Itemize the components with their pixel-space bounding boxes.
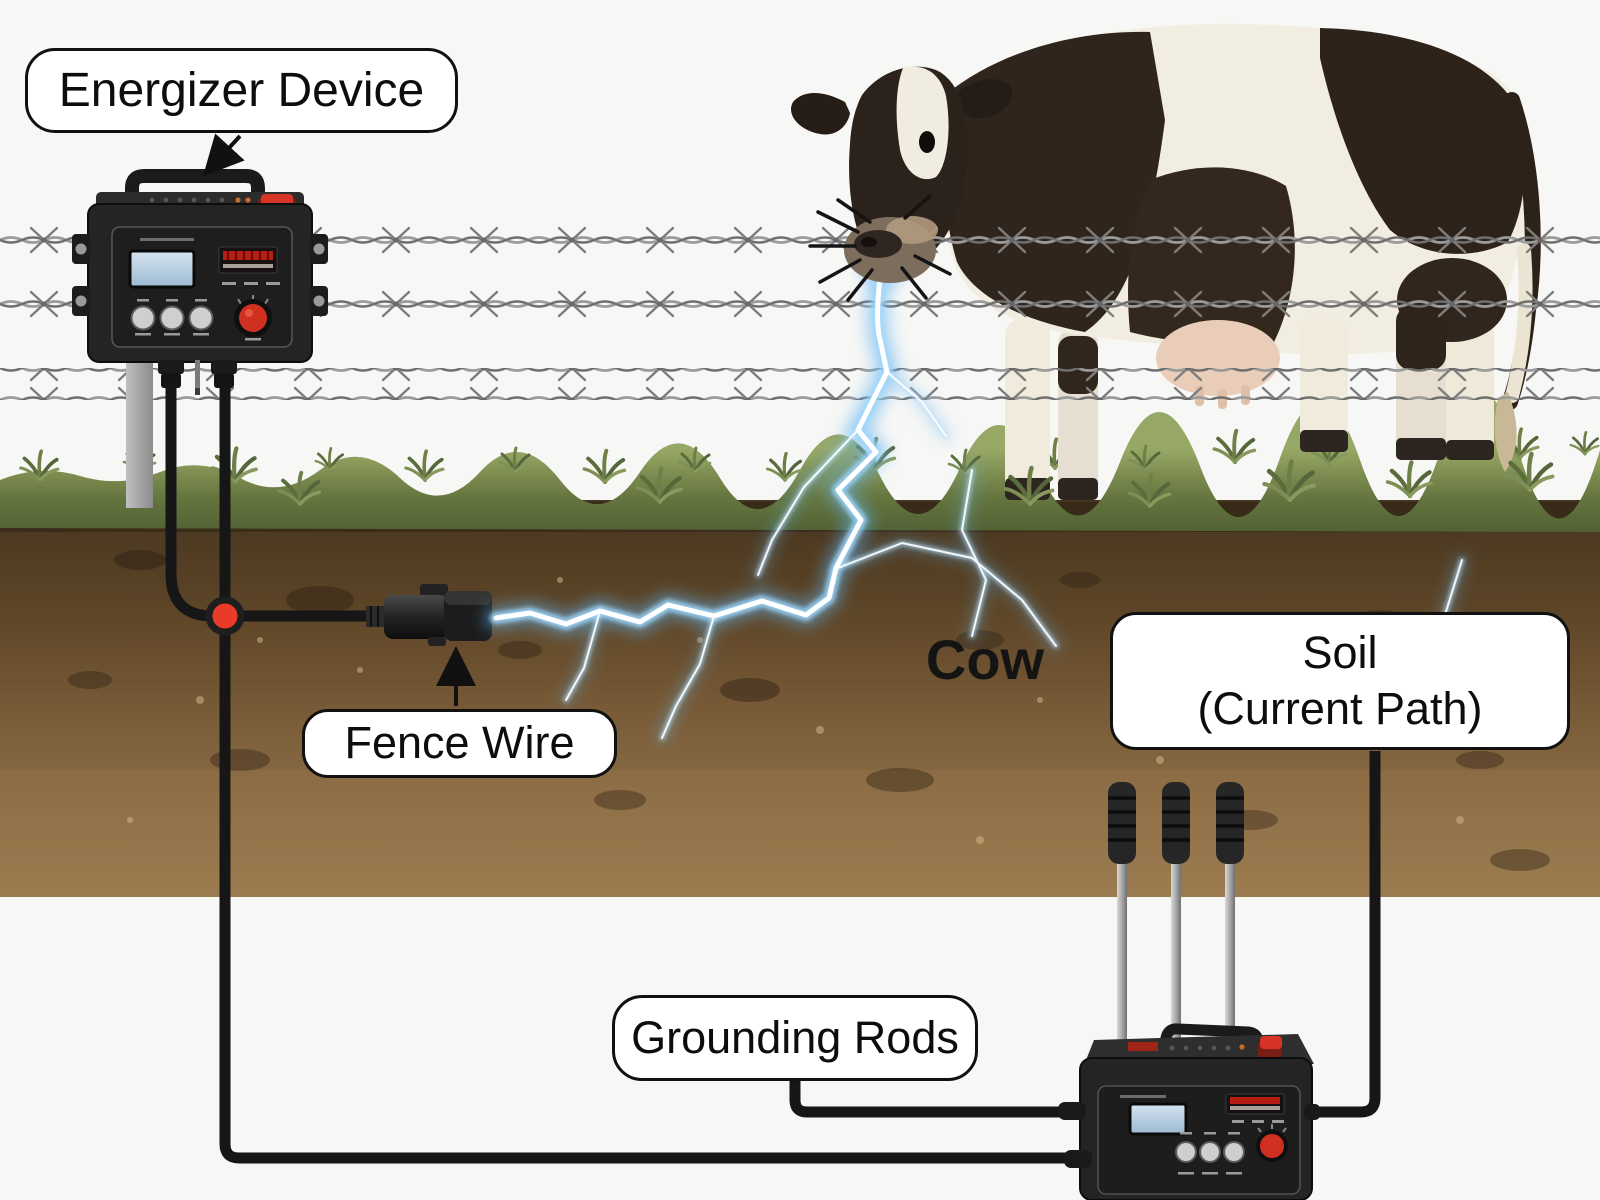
barbed-wire-bottom <box>0 368 1600 400</box>
label-soil-line2: (Current Path) <box>1197 683 1483 734</box>
energizer-cable-glands <box>158 360 237 395</box>
grounding-panel-marks <box>1178 1120 1284 1175</box>
label-soil-line1: Soil <box>1302 626 1378 678</box>
fence-post <box>126 356 153 508</box>
energizer-top-controls <box>149 197 251 203</box>
soil-current-return-wire <box>1314 751 1381 1118</box>
grounding-label-wire <box>789 1081 1066 1118</box>
label-energizer-device: Energizer Device <box>25 48 458 133</box>
energizer-handle <box>125 169 265 208</box>
label-energizer-text: Energizer Device <box>58 63 425 117</box>
static-whiskers <box>808 194 952 302</box>
label-cow: Cow <box>905 628 1065 691</box>
energizer-panel-marks <box>135 282 280 341</box>
cow-muzzle <box>808 194 952 302</box>
energizer-knob[interactable] <box>234 295 272 337</box>
energizer-mount-tabs <box>72 234 328 316</box>
wire-junction-dot <box>205 596 245 636</box>
label-grounding-text: Grounding Rods <box>631 1011 959 1063</box>
grounding-led-display <box>1225 1093 1285 1115</box>
grass-band <box>0 390 1600 532</box>
energizer-arrow <box>202 133 245 177</box>
grounding-rods <box>1108 782 1244 1054</box>
label-cow-text: Cow <box>925 628 1045 691</box>
fence-wire-connector <box>366 584 492 646</box>
grounding-top-controls <box>1128 1042 1245 1051</box>
label-grounding-rods: Grounding Rods <box>612 995 978 1081</box>
energizer-ground-lead-wire <box>219 386 1072 1164</box>
label-fence-wire: Fence Wire <box>302 709 617 778</box>
cow-head <box>791 66 1013 267</box>
grounding-cable-glands <box>1058 1102 1320 1168</box>
energizer-lcd <box>128 249 196 289</box>
label-soil-current-path: Soil (Current Path) <box>1110 612 1570 750</box>
grounding-buttons[interactable] <box>1175 1141 1245 1163</box>
grounding-device <box>1058 782 1320 1200</box>
energizer-device <box>72 169 328 395</box>
energizer-buttons[interactable] <box>130 305 214 331</box>
label-fence-text: Fence Wire <box>344 717 575 769</box>
grounding-lcd <box>1128 1102 1188 1136</box>
grounding-power-button[interactable] <box>1260 1036 1282 1049</box>
grounding-knob[interactable] <box>1256 1124 1288 1162</box>
label-arrows <box>202 133 476 706</box>
energizer-led-display <box>218 246 278 274</box>
